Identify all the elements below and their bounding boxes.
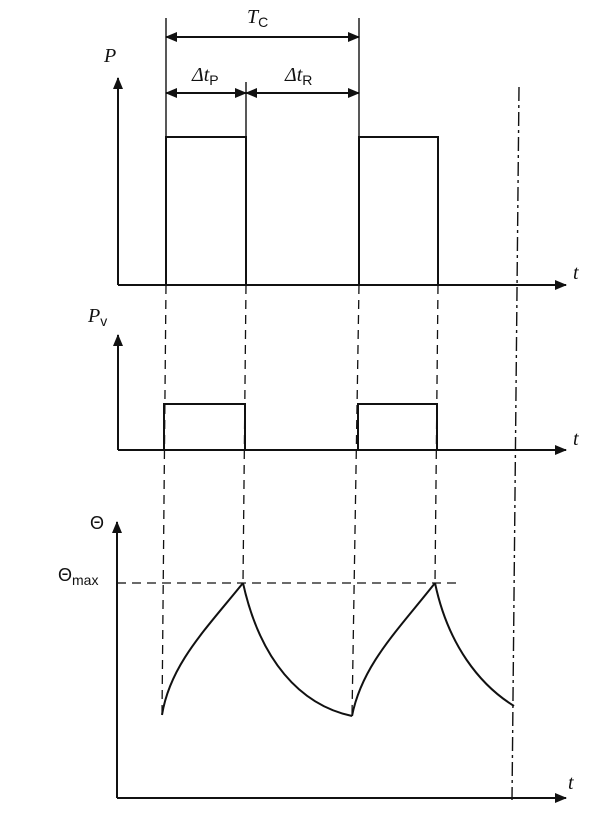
theta-max-label: Θmax bbox=[58, 565, 98, 588]
theta-cooling-curve-2 bbox=[434, 582, 515, 707]
t-axis-label-2: t bbox=[573, 428, 579, 450]
theta-cooling-curve-1 bbox=[242, 582, 353, 717]
pv-axis-label: Pv bbox=[87, 305, 107, 329]
p-pulse-1 bbox=[165, 136, 247, 285]
pv-pulse-1 bbox=[163, 403, 246, 450]
theta-axis-label: Θ bbox=[90, 513, 104, 533]
tc-label: TC bbox=[247, 6, 268, 30]
projection-line-1 bbox=[161, 284, 167, 716]
t-axis-label-1: t bbox=[573, 262, 579, 284]
p-axis-label: P bbox=[103, 45, 116, 67]
projection-line-3 bbox=[351, 284, 360, 717]
dtr-label: ΔtR bbox=[284, 64, 312, 88]
theta-heating-curve-2 bbox=[351, 582, 436, 717]
pv-pulse-2 bbox=[357, 403, 438, 450]
p-pulse-2 bbox=[358, 136, 439, 285]
t-axis-label-3: t bbox=[568, 772, 574, 794]
theta-heating-curve-1 bbox=[161, 582, 244, 716]
projection-line-4 bbox=[434, 284, 439, 584]
dtp-label: ΔtP bbox=[191, 64, 219, 88]
projection-line-2 bbox=[242, 284, 247, 584]
cycle-end-marker-line bbox=[511, 86, 520, 801]
